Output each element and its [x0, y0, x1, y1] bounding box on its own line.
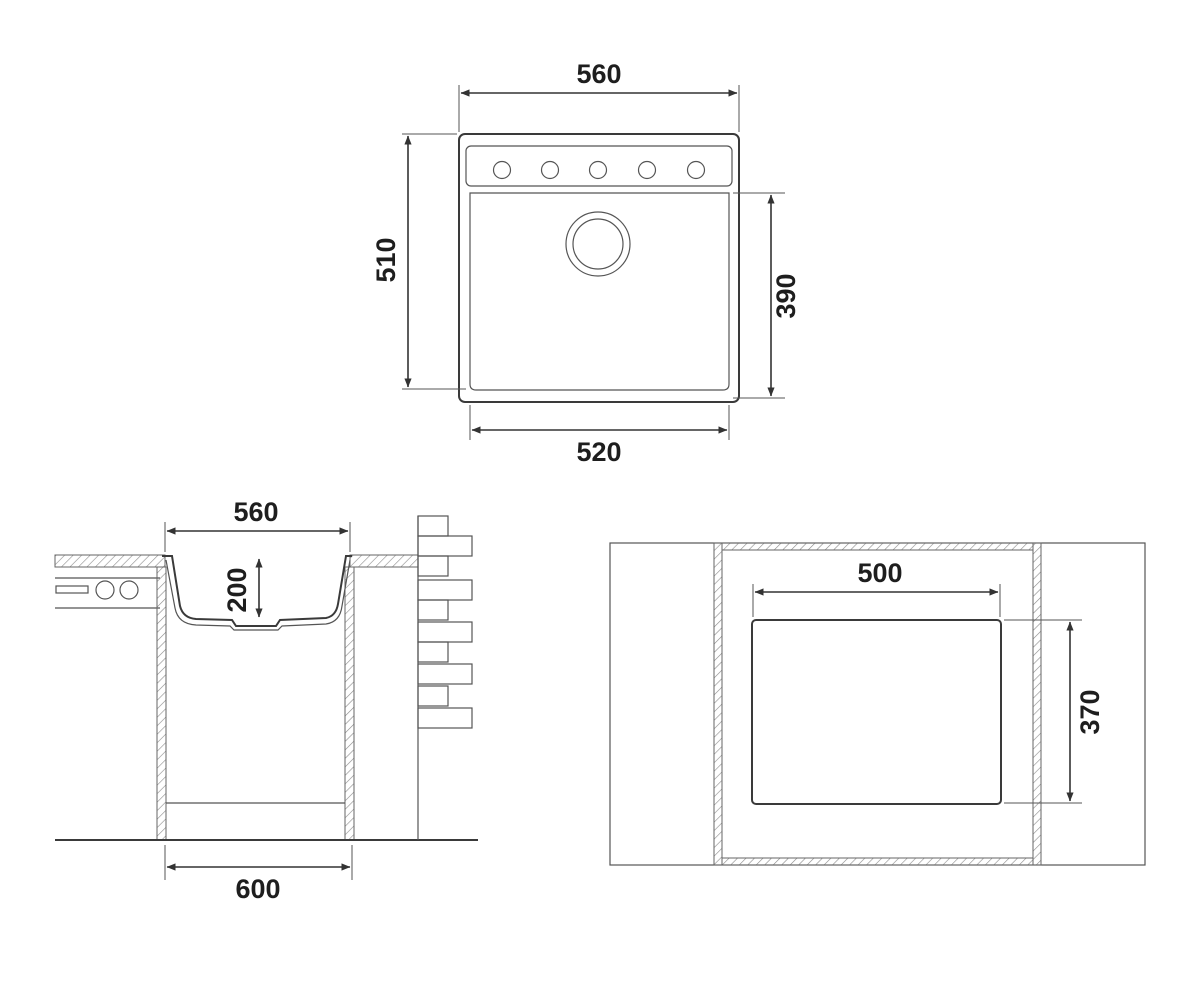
- dim-bowl-height: 390: [771, 273, 801, 318]
- bowl-outline: [469, 192, 730, 391]
- drain-outer: [565, 211, 631, 277]
- dim-top-height: 510: [371, 237, 401, 282]
- tap-hole: [686, 160, 706, 180]
- cabinet-wall-left: [156, 566, 167, 841]
- tap-hole-panel: [465, 145, 733, 187]
- tap-hole: [492, 160, 512, 180]
- brick-wall: [417, 515, 473, 840]
- dim-cutout-width: 500: [857, 558, 902, 588]
- tap-hole: [540, 160, 560, 180]
- worktop-right: [349, 554, 419, 568]
- dim-top-width: 560: [576, 59, 621, 89]
- top-view: 560 510 390 520: [371, 59, 801, 467]
- tap-icon: [55, 585, 89, 594]
- knob-icon: [95, 580, 115, 600]
- tap-hole: [588, 160, 608, 180]
- bowl-profile: [162, 555, 352, 627]
- dim-cabinet-width: 600: [235, 874, 280, 904]
- cabinet-wall-right: [344, 566, 355, 841]
- side-view: 560 200 600: [54, 497, 478, 904]
- tap-holes: [492, 160, 706, 180]
- dim-cutout-height: 370: [1075, 689, 1105, 734]
- dim-side-depth: 200: [222, 567, 252, 612]
- cabinet-bottom-rail: [721, 857, 1034, 866]
- sink-outline: [458, 133, 740, 403]
- dim-side-width: 560: [233, 497, 278, 527]
- knob-icon: [119, 580, 139, 600]
- cutout-outline: [751, 619, 1002, 805]
- cabinet-side-right: [1032, 542, 1042, 866]
- tap-hole: [637, 160, 657, 180]
- drain-inner: [572, 218, 624, 270]
- cabinet-side-left: [713, 542, 723, 866]
- cabinet-top-rail: [721, 542, 1034, 551]
- cutout-view: 500 370: [609, 542, 1146, 866]
- dim-bowl-width: 520: [576, 437, 621, 467]
- worktop-left: [54, 554, 166, 568]
